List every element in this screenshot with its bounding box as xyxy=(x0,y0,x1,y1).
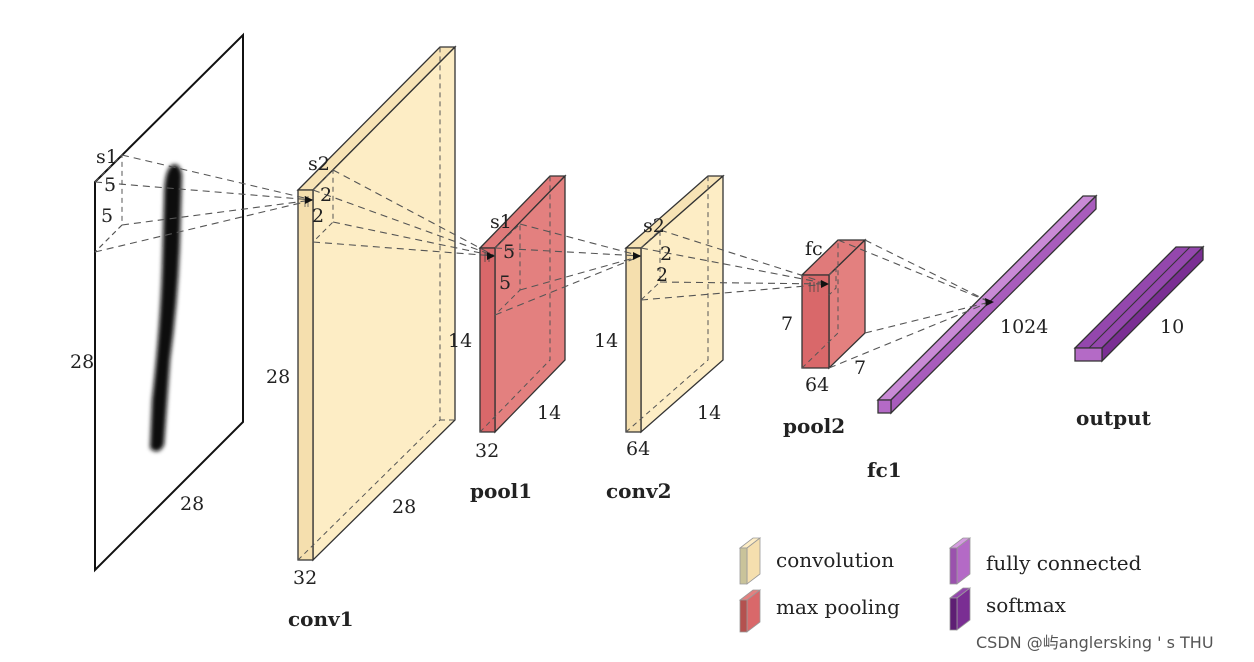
conv2-kernel-w-label: 2 xyxy=(656,264,668,286)
pool2-depth-label: 64 xyxy=(805,374,829,396)
conv2-kernel-h-label: 2 xyxy=(660,243,672,265)
pool1-hidden-edges xyxy=(479,176,551,433)
legend-max-pooling-label: max pooling xyxy=(776,595,900,619)
conv2-stride-label: s2 xyxy=(643,215,665,237)
input-kernel-w-label: 5 xyxy=(101,205,113,227)
conv1-width-label: 28 xyxy=(392,496,416,518)
legend-softmax-swatch xyxy=(948,587,972,631)
legend-softmax-label: softmax xyxy=(986,593,1067,617)
pool1-kernel-w-label: 5 xyxy=(499,272,511,294)
input-image-layer xyxy=(94,32,244,573)
legend-fully-connected-swatch xyxy=(948,537,972,585)
pool1-depth-label: 32 xyxy=(475,440,499,462)
projection-lines xyxy=(94,154,991,369)
pool2-hidden-edges xyxy=(801,240,839,369)
pool2-name-label: pool2 xyxy=(783,414,845,438)
output-divider xyxy=(1088,246,1191,349)
conv1-height-label: 28 xyxy=(266,366,290,388)
pool1-name-label: pool1 xyxy=(470,479,532,503)
conv1-kernel-h-label: 2 xyxy=(320,184,332,206)
conv2-layer xyxy=(624,174,725,434)
conv1-kernel-w-label: 2 xyxy=(312,205,324,227)
legend-fully-connected-label: fully connected xyxy=(986,551,1142,575)
input-kernel-box-edge xyxy=(94,224,123,253)
pool1-kernel-box xyxy=(494,222,521,316)
conv2-height-label: 14 xyxy=(594,330,618,352)
fc1-size-label: 1024 xyxy=(1000,316,1048,338)
arrow-heads xyxy=(305,196,994,306)
conv1-stride-label: s2 xyxy=(308,153,330,175)
conv2-kernel-box xyxy=(640,228,661,301)
output-front-face xyxy=(1074,347,1103,362)
pool1-kernel-h-label: 5 xyxy=(503,241,515,263)
handwritten-digit-one xyxy=(150,164,182,452)
pool1-height-label: 14 xyxy=(448,330,472,352)
fc1-top-face xyxy=(876,195,1098,401)
pool2-front-face xyxy=(801,274,830,369)
legend-max-pooling-swatch xyxy=(738,589,762,633)
input-stride-label: s1 xyxy=(96,146,118,168)
pool2-fc-label: fc xyxy=(805,238,823,260)
output-size-label: 10 xyxy=(1160,316,1184,338)
pool1-width-label: 14 xyxy=(537,402,561,424)
pool1-stride-label: s1 xyxy=(490,211,512,233)
legend: convolution max pooling fully connected … xyxy=(738,537,1142,633)
pool1-layer xyxy=(478,174,567,434)
conv1-name-label: conv1 xyxy=(288,607,354,631)
input-kernel-h-label: 5 xyxy=(104,174,116,196)
conv1-kernel-box xyxy=(312,168,334,243)
input-height-label: 28 xyxy=(70,351,94,373)
csdn-watermark: CSDN @屿anglersking ' s THU xyxy=(976,633,1214,652)
conv2-front-face xyxy=(625,247,642,433)
fc1-front-face xyxy=(877,399,892,414)
legend-convolution-swatch xyxy=(738,537,762,585)
pool2-width-label: 7 xyxy=(854,357,866,379)
pool2-kernel-box xyxy=(828,266,837,296)
output-name-label: output xyxy=(1076,406,1152,430)
output-layer xyxy=(1073,245,1205,363)
pool2-height-label: 7 xyxy=(781,313,793,335)
legend-convolution-label: convolution xyxy=(776,548,894,572)
conv1-layer xyxy=(296,45,457,562)
fc1-layer xyxy=(876,194,1098,415)
pool2-layer xyxy=(800,238,867,370)
conv1-depth-label: 32 xyxy=(293,567,317,589)
conv1-front-face xyxy=(297,189,314,561)
fc1-side-face xyxy=(890,194,1097,415)
conv1-side-face xyxy=(312,45,456,562)
conv2-width-label: 14 xyxy=(697,402,721,424)
output-side-face xyxy=(1101,245,1204,363)
fc1-name-label: fc1 xyxy=(867,458,902,482)
conv2-name-label: conv2 xyxy=(606,479,672,503)
input-width-label: 28 xyxy=(180,493,204,515)
pool1-front-face xyxy=(479,247,496,433)
conv2-hidden-edges xyxy=(625,176,709,433)
conv2-depth-label: 64 xyxy=(626,438,650,460)
